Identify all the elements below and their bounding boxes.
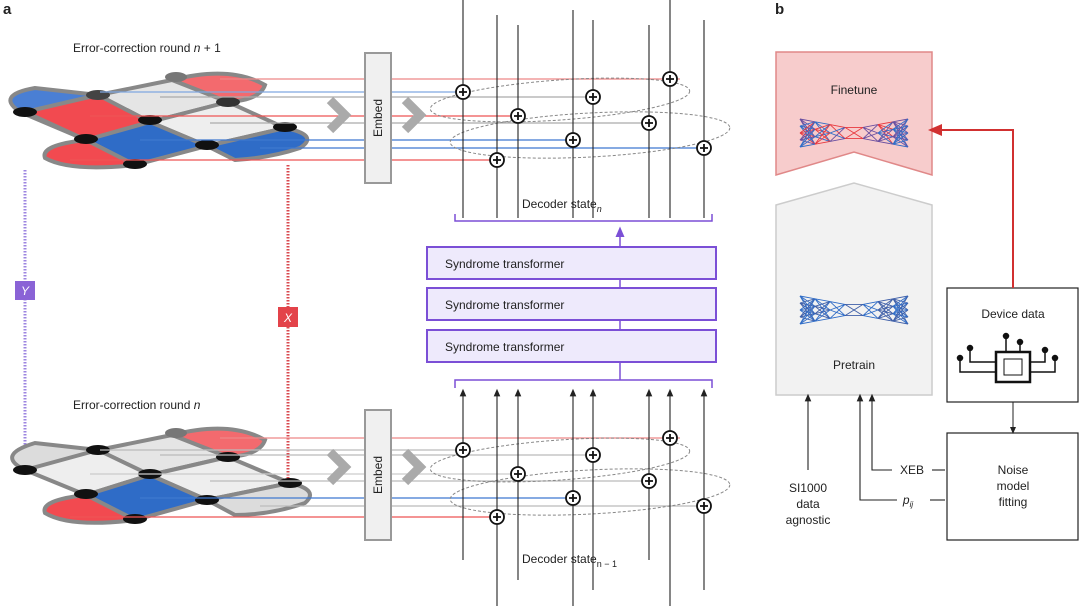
svg-text:model: model <box>997 479 1030 493</box>
panel-a-label: a <box>3 1 12 18</box>
y-label: Y <box>21 284 30 298</box>
decoder-state-top: Decoder staten <box>522 197 602 214</box>
svg-text:Finetune: Finetune <box>831 83 878 97</box>
syndrome-transformer-1: Syndrome transformer <box>426 246 717 280</box>
neural-network-icon-pretrain <box>799 295 909 325</box>
bracket-top <box>454 214 713 247</box>
pretrain-input-arrows <box>804 393 945 501</box>
pretrain-block: Pretrain <box>775 182 933 396</box>
syndrome-transformer-2: Syndrome transformer <box>426 287 717 321</box>
svg-text:Device data: Device data <box>981 307 1045 321</box>
xor-gate-icons <box>455 71 712 525</box>
svg-text:Syndrome transformer: Syndrome transformer <box>445 340 564 354</box>
x-label: X <box>283 311 293 325</box>
decoder-wires-top <box>462 0 705 218</box>
panel-b-label: b <box>775 1 784 18</box>
svg-text:SI1000: SI1000 <box>789 481 827 495</box>
si1000-label: SI1000 data agnostic <box>786 481 831 527</box>
bracket-bottom <box>454 279 713 388</box>
pij-label: pij <box>902 493 913 509</box>
svg-text:Syndrome transformer: Syndrome transformer <box>445 257 564 271</box>
xeb-label: XEB <box>900 463 924 477</box>
svg-text:Syndrome transformer: Syndrome transformer <box>445 298 564 312</box>
neural-network-icon-finetune <box>799 118 909 148</box>
decoder-wires-bottom <box>459 388 708 606</box>
embed-box-top: Embed <box>364 52 392 184</box>
svg-text:data: data <box>796 497 820 511</box>
device-to-finetune-arrow <box>928 124 1014 288</box>
svg-text:Embed: Embed <box>371 99 385 137</box>
round-bottom-title: Error-correction round n <box>73 398 201 412</box>
chip-icon <box>956 332 1059 384</box>
syndrome-lines-top <box>70 78 710 161</box>
svg-text:agnostic: agnostic <box>786 513 831 527</box>
embed-box-bottom: Embed <box>364 409 392 541</box>
device-data-box: Device data <box>946 287 1079 403</box>
surface-code-lattice-top <box>8 71 310 170</box>
noise-model-box: Noise model fitting <box>946 432 1079 541</box>
decoder-state-bottom: Decoder staten − 1 <box>522 552 617 569</box>
y-label-box <box>15 281 35 300</box>
svg-text:Pretrain: Pretrain <box>833 358 875 372</box>
svg-text:fitting: fitting <box>999 495 1028 509</box>
svg-text:Embed: Embed <box>371 456 385 494</box>
decoder-ellipses <box>429 77 731 516</box>
finetune-block: Finetune <box>775 51 933 177</box>
syndrome-transformer-3: Syndrome transformer <box>426 329 717 363</box>
x-label-box <box>278 307 298 327</box>
svg-text:Noise: Noise <box>998 463 1029 477</box>
round-top-title: Error-correction round n + 1 <box>73 41 221 55</box>
surface-code-lattice-bottom <box>10 426 312 525</box>
chevron-icons <box>326 96 427 486</box>
